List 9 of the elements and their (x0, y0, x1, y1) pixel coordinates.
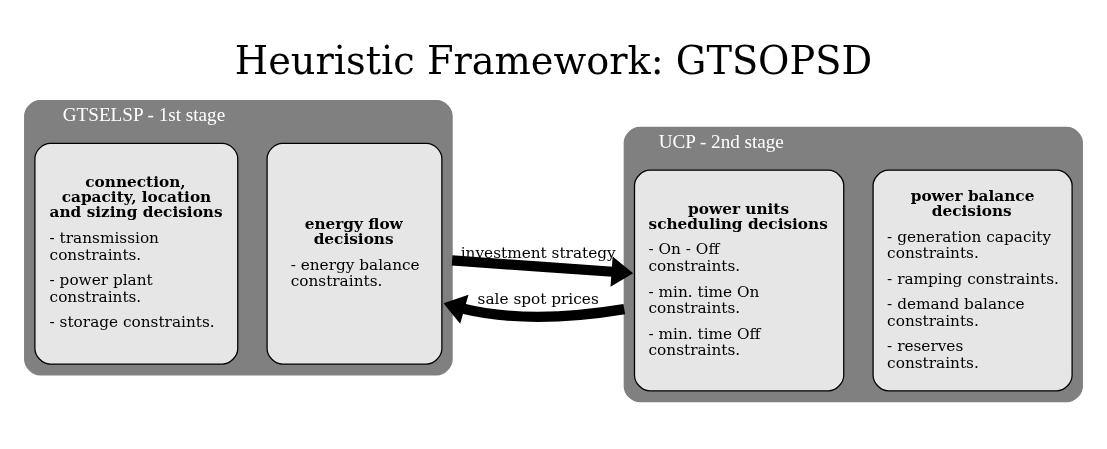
node-box: connection, capacity, location and sizing decisions - transmission constraints. - power plant constraints. - storage constraints. (34, 142, 239, 365)
node-box: power balance decisions - generation capacity constraints. - ramping constraints. - demand balance constraints. - reserves constraints. (872, 169, 1073, 391)
arrow (451, 254, 634, 287)
node-box: energy flow decisions - energy balance constraints. (266, 142, 443, 365)
node-box: power units scheduling decisions - On - Off constraints. - min. time On constraints. - min. time Off constraints. (633, 169, 845, 391)
diagram-title: Heuristic Framework: GTSOPSD (234, 37, 873, 83)
arrow (443, 294, 626, 324)
edge-label: investment strategy (460, 243, 616, 262)
edge-label: sale spot prices (477, 289, 599, 308)
